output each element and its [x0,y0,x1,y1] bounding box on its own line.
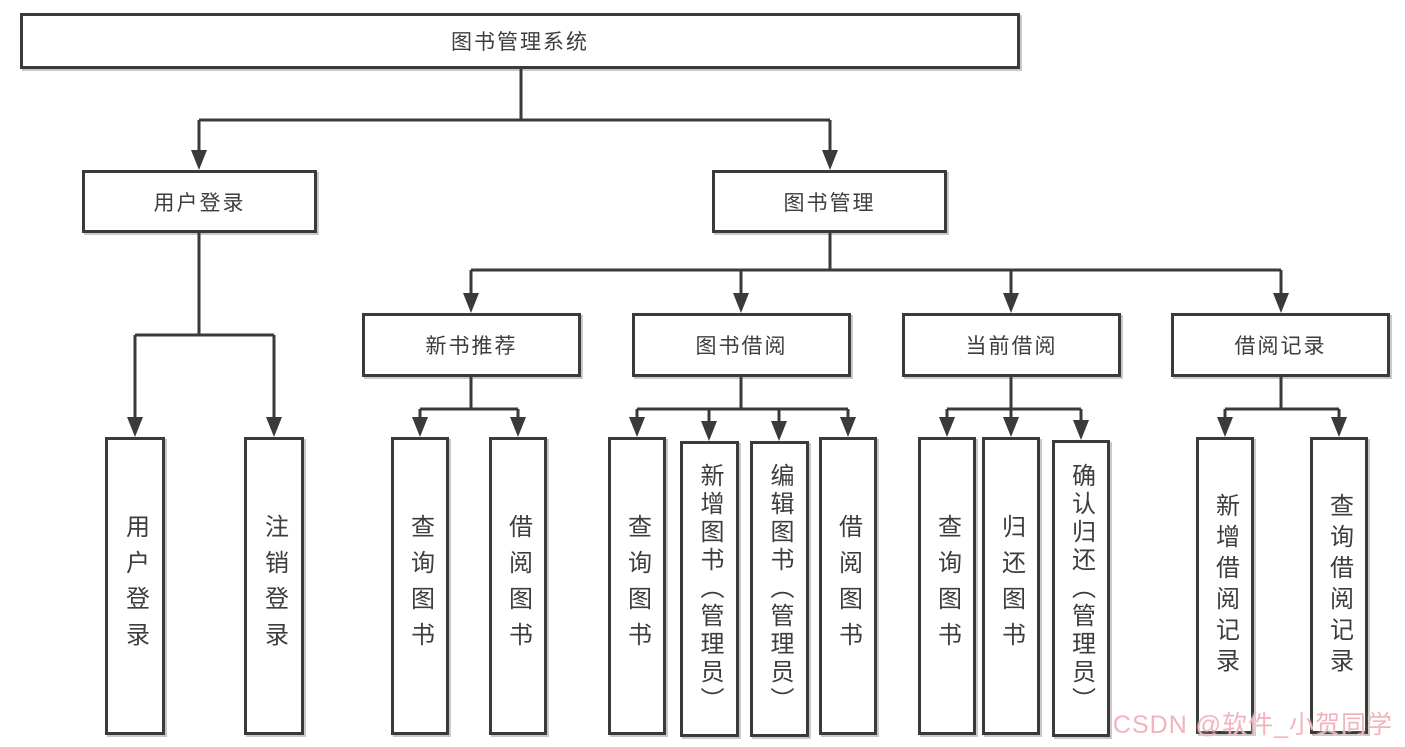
node-borrow-records: 借阅记录 [1171,313,1390,377]
node-root-system: 图书管理系统 [20,13,1020,69]
leaf-query-borrow-record: 查询借阅记录 [1310,437,1368,734]
node-new-book-recommend: 新书推荐 [362,313,581,377]
leaf-add-books-admin: 新增图书（管理员） [680,441,739,737]
leaf-label: 查询图书 [406,514,434,658]
node-current-borrow: 当前借阅 [902,313,1121,377]
leaf-label: 新增图书（管理员） [696,463,723,715]
leaf-label: 注销登录 [260,514,288,658]
node-user-login: 用户登录 [82,170,317,233]
leaf-confirm-return-admin: 确认归还（管理员） [1052,440,1110,737]
csdn-watermark: CSDN @软件_小贺同学 [1112,711,1393,739]
leaf-query-books-borrow: 查询图书 [608,437,666,735]
leaf-query-books-recommend: 查询图书 [391,437,449,735]
leaf-label: 借阅图书 [504,514,532,658]
leaf-logout: 注销登录 [244,437,304,735]
leaf-user-login: 用户登录 [105,437,165,735]
leaf-label: 借阅图书 [834,514,862,658]
leaf-add-borrow-record: 新增借阅记录 [1196,437,1254,734]
leaf-borrow-books: 借阅图书 [819,437,877,735]
leaf-edit-books-admin: 编辑图书（管理员） [750,441,809,737]
leaf-label: 查询图书 [623,514,651,658]
leaf-label: 用户登录 [121,514,149,658]
leaf-label: 归还图书 [997,514,1025,658]
leaf-label: 查询图书 [933,514,961,658]
leaf-borrow-books-recommend: 借阅图书 [489,437,547,735]
node-book-borrow: 图书借阅 [632,313,851,377]
leaf-label: 新增借阅记录 [1211,492,1239,679]
leaf-query-books-current: 查询图书 [918,437,976,735]
leaf-label: 确认归还（管理员） [1067,462,1095,715]
leaf-label: 编辑图书（管理员） [766,463,793,715]
leaf-label: 查询借阅记录 [1325,492,1353,679]
node-book-management: 图书管理 [712,170,947,233]
leaf-return-books: 归还图书 [982,437,1040,735]
